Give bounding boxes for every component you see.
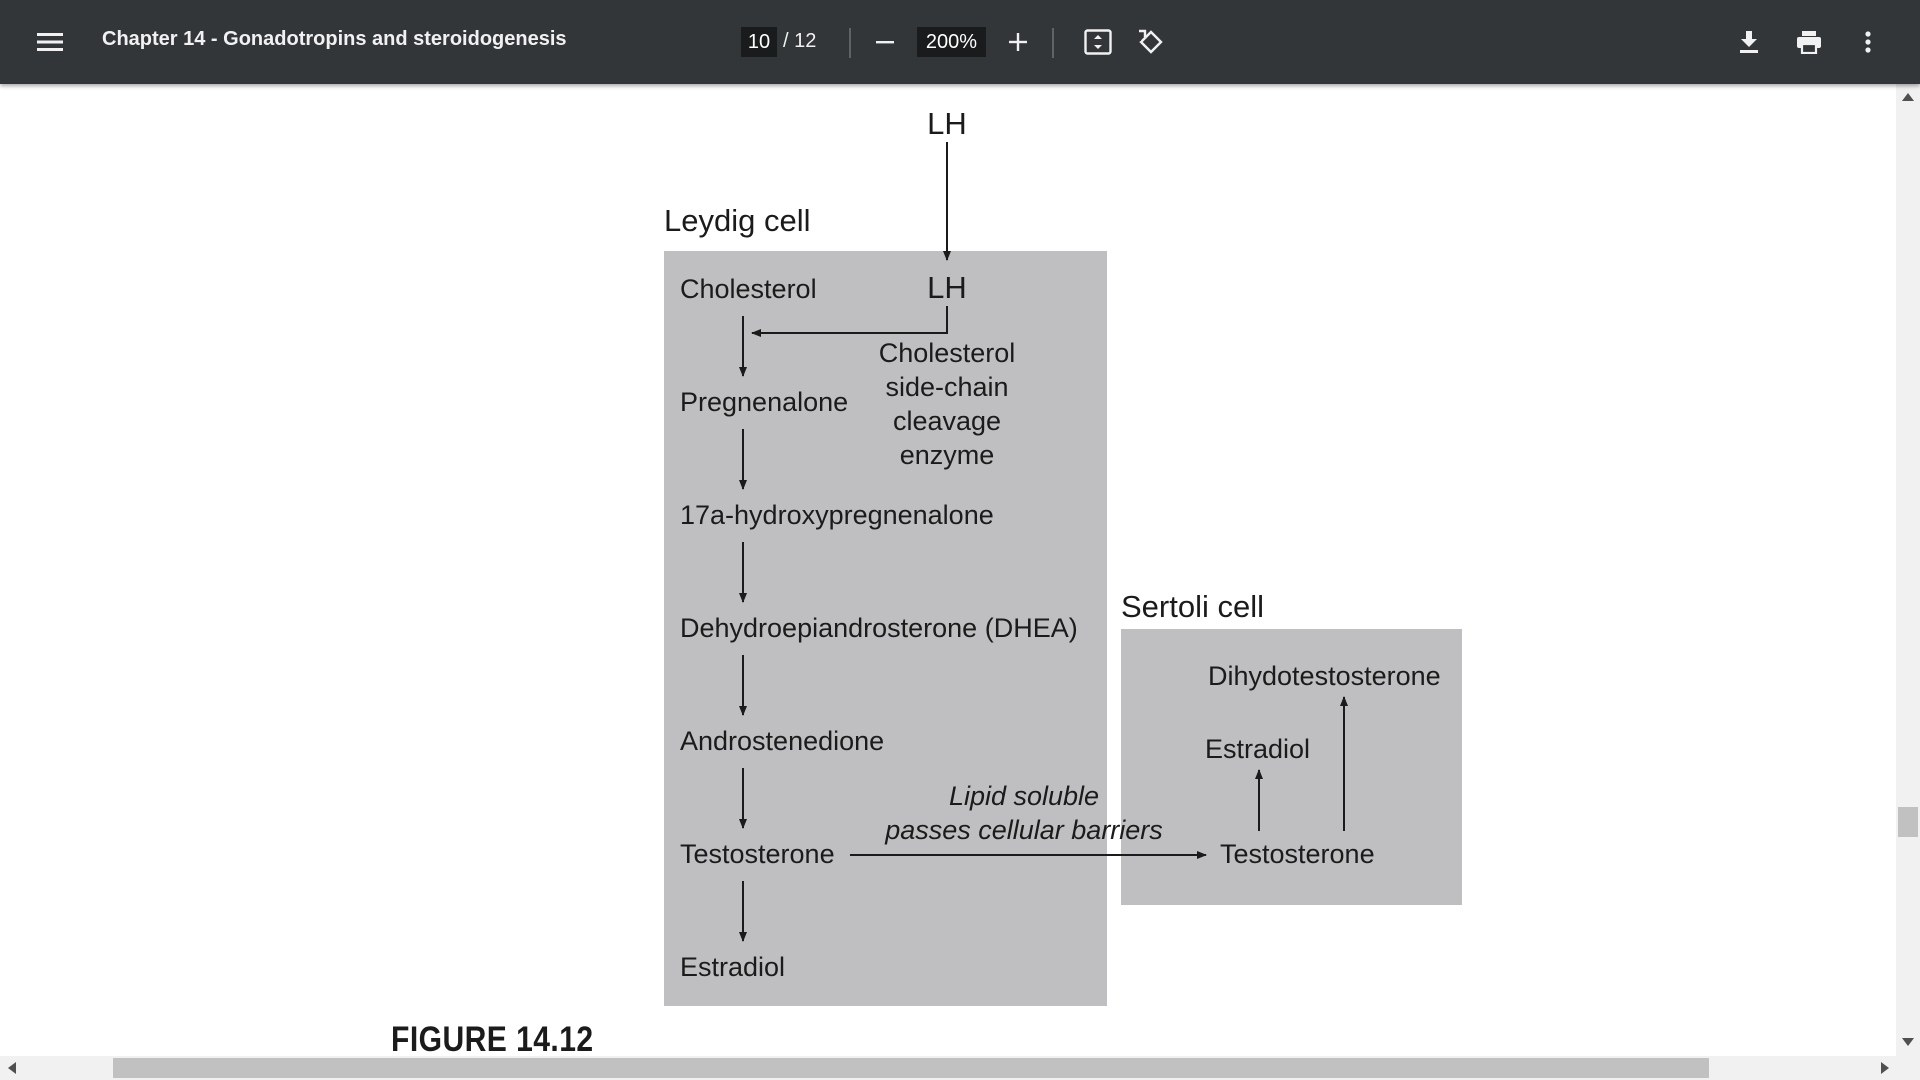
zoom-in-button[interactable] — [996, 20, 1040, 64]
toolbar-divider — [1052, 28, 1054, 58]
zoom-level-input[interactable]: 200% — [917, 27, 986, 57]
horizontal-scroll-thumb[interactable] — [113, 1058, 1709, 1078]
step-testosterone: Testosterone — [680, 839, 835, 869]
leydig-cell-title: Leydig cell — [664, 203, 811, 238]
figure-caption: FIGURE 14.12 — [391, 1020, 594, 1059]
step-cholesterol: Cholesterol — [680, 274, 817, 304]
enzyme-line: enzyme — [899, 440, 995, 470]
vertical-scroll-thumb[interactable] — [1898, 807, 1918, 837]
more-actions-button[interactable] — [1846, 20, 1890, 64]
scroll-up-arrow[interactable] — [1902, 93, 1914, 101]
step-estradiol: Estradiol — [680, 952, 786, 982]
enzyme-line: cleavage — [892, 406, 1002, 436]
leydig-cell-box — [664, 251, 1107, 1006]
rotate-button[interactable] — [1129, 20, 1173, 64]
sertoli-estradiol: Estradiol — [1205, 734, 1311, 764]
toolbar-divider — [849, 28, 851, 58]
sertoli-cell-title: Sertoli cell — [1121, 589, 1264, 624]
fit-page-icon — [1084, 29, 1112, 55]
step-pregnenalone: Pregnenalone — [680, 387, 849, 417]
lh-inner-label: LH — [927, 270, 967, 305]
transport-note-line1: Lipid soluble — [948, 781, 1100, 811]
document-title: Chapter 14 - Gonadotropins and steroidog… — [102, 28, 567, 50]
page-number-input[interactable]: 10 — [741, 27, 777, 57]
zoom-out-icon — [876, 41, 894, 44]
download-button[interactable] — [1727, 20, 1771, 64]
fit-page-button[interactable] — [1076, 20, 1120, 64]
scroll-down-arrow[interactable] — [1902, 1038, 1914, 1046]
rotate-icon — [1137, 29, 1163, 54]
enzyme-line: Cholesterol — [878, 338, 1016, 368]
download-icon — [1740, 31, 1758, 53]
sertoli-dht: Dihydotestosterone — [1208, 661, 1441, 691]
enzyme-line: side-chain — [885, 372, 1009, 402]
page-total: / 12 — [783, 30, 817, 52]
step-androstenedione: Androstenedione — [680, 726, 885, 756]
print-icon — [1797, 31, 1821, 54]
step-dhea: Dehydroepiandrosterone (DHEA) — [680, 613, 1078, 643]
zoom-out-button[interactable] — [863, 20, 907, 64]
scroll-left-arrow[interactable] — [8, 1062, 16, 1074]
scroll-right-arrow[interactable] — [1881, 1062, 1889, 1074]
more-vert-icon — [1865, 31, 1871, 53]
sertoli-testosterone: Testosterone — [1220, 839, 1375, 869]
step-17a-hydroxypregnenalone: 17a-hydroxypregnenalone — [680, 500, 994, 530]
menu-button[interactable] — [26, 18, 74, 66]
sertoli-cell-box — [1121, 629, 1462, 905]
transport-note-line2: passes cellular barriers — [885, 815, 1163, 845]
zoom-in-icon — [1009, 33, 1027, 51]
pdf-toolbar: Chapter 14 - Gonadotropins and steroidog… — [0, 0, 1920, 84]
vertical-scrollbar[interactable] — [1896, 84, 1920, 1056]
print-button[interactable] — [1787, 20, 1831, 64]
menu-icon — [37, 33, 63, 51]
enzyme-label: Cholesterol side-chain cleavage enzyme — [879, 336, 1016, 472]
lh-top-label: LH — [927, 106, 967, 141]
